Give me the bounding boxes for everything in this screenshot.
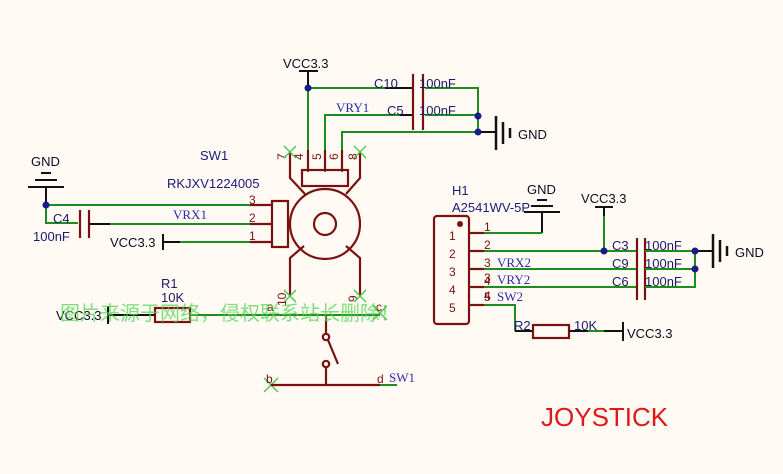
c4-value: 100nF [33,229,70,244]
no-connect-marks [263,145,388,393]
gnd-left-label: GND [31,154,60,169]
svg-text:9: 9 [346,295,360,302]
svg-text:a: a [267,300,274,314]
svg-text:4: 4 [484,274,491,288]
svg-text:3: 3 [484,271,491,285]
svg-text:7: 7 [275,153,289,160]
svg-text:8: 8 [346,153,360,160]
r2-value: 10K [574,318,597,333]
vcc-h1-label: VCC3.3 [581,191,627,206]
vcc-sw1-pin1-symbol: VCC3.3 [110,234,180,250]
r1-designator: R1 [161,276,178,291]
capacitor-c10: C10 100nF [374,74,456,130]
junction [474,128,482,136]
svg-text:2: 2 [484,238,491,252]
svg-text:5: 5 [449,301,456,315]
svg-text:2: 2 [449,247,456,261]
c10-designator: C10 [374,76,398,91]
wire-caps-gnd [645,251,696,288]
svg-text:1: 1 [249,229,256,243]
c6-designator: C6 [612,274,629,289]
svg-text:2: 2 [249,211,256,225]
h1-part-number: A2541WV-5P [452,200,530,215]
gnd-left-symbol: GND [28,154,64,205]
capacitor-c5: C5 100nF [387,103,456,118]
wire-c4-left [45,205,78,224]
c4-designator: C4 [53,211,70,226]
vcc-r2-label: VCC3.3 [627,326,673,341]
junction [691,265,699,273]
svg-text:d: d [377,372,384,386]
vcc-top-label: VCC3.3 [283,56,329,71]
h1-connector: H1 A2541WV-5P 1 2 3 4 5 1 2 3 3 4 4 [432,183,530,326]
gnd-h1-symbol: GND [524,182,560,233]
wire-vry1 [324,114,400,172]
vcc-r1-label: VCC3.3 [56,308,102,323]
schematic-title: JOYSTICK [541,402,669,432]
c9-value: 100nF [645,256,682,271]
gnd-top-symbol: GND [494,116,547,150]
svg-text:3: 3 [449,265,456,279]
net-label-vrx2: VRX2 [497,255,531,270]
svg-text:c: c [376,300,382,314]
vcc-r2-symbol: VCC3.3 [622,322,673,341]
c3-value: 100nF [645,238,682,253]
c5-value: 100nF [419,103,456,118]
svg-text:3: 3 [484,256,491,270]
svg-text:1: 1 [449,229,456,243]
watermark-text: 图片来源于网络，侵权联系站长删除！ [60,301,400,325]
gnd-top-label: GND [518,127,547,142]
gnd-right-label: GND [735,245,764,260]
c10-value: 100nF [419,76,456,91]
sw1-joystick: SW1 RKJXV1224005 7 4 5 6 8 10 9 3 2 1 [167,145,388,393]
r1-value: 10K [161,290,184,305]
wire-sw2 [484,304,516,331]
vcc-sw1-pin1-label: VCC3.3 [110,235,156,250]
junction [474,112,482,120]
sw1-push-switch: b d [266,315,384,387]
svg-text:4: 4 [484,289,491,303]
net-label-sw2: SW2 [497,289,523,304]
junction [304,84,312,92]
net-label-vrx1: VRX1 [173,207,207,222]
gnd-h1-label: GND [527,182,556,197]
c5-designator: C5 [387,103,404,118]
svg-text:1: 1 [484,220,491,234]
c6-value: 100nF [645,274,682,289]
svg-text:5: 5 [310,153,324,160]
vcc-top-symbol: VCC3.3 [283,56,329,88]
svg-text:10: 10 [275,292,289,306]
net-label-vry1: VRY1 [336,100,369,115]
svg-text:b: b [266,372,273,386]
capacitor-c4: C4 100nF [33,210,110,244]
net-label-sw1: SW1 [389,370,415,385]
c9-designator: C9 [612,256,629,271]
net-label-vry2: VRY2 [497,272,530,287]
junction [42,201,50,209]
svg-text:5: 5 [484,290,491,304]
h1-designator: H1 [452,183,469,198]
vcc-h1-symbol: VCC3.3 [581,191,627,216]
junction [600,247,608,255]
svg-text:4: 4 [449,283,456,297]
capacitor-stack-c3-c9-c6: C3 100nF C9 100nF C6 100nF [612,238,682,300]
svg-text:4: 4 [292,153,306,160]
gnd-right-symbol: GND [711,234,764,268]
r2-designator: R2 [514,318,531,333]
svg-text:6: 6 [327,153,341,160]
wire-pin6-gnd [341,131,478,172]
resistor-r1: R1 10K [153,276,192,324]
svg-text:3: 3 [249,193,256,207]
c3-designator: C3 [612,238,629,253]
resistor-r2: R2 10K [514,318,597,340]
junction [691,247,699,255]
wire-c10-right [425,87,479,116]
sw1-part-number: RKJXV1224005 [167,176,260,191]
sw1-designator: SW1 [200,148,228,163]
